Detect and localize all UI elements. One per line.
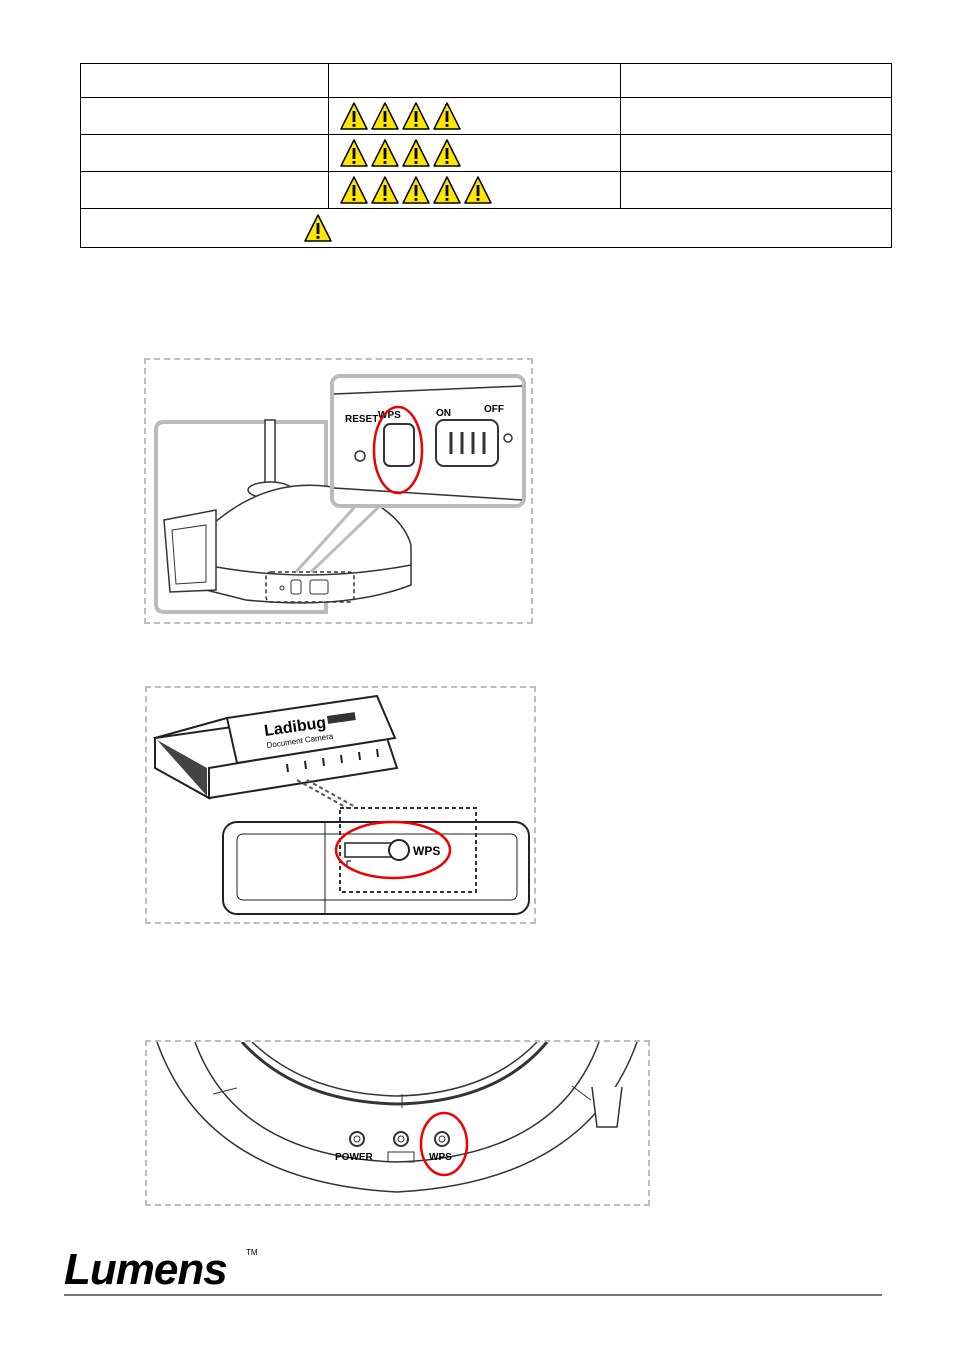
warning-icon [339, 138, 369, 168]
table-cell [80, 134, 329, 172]
table-cell [620, 97, 892, 135]
warning-icon [432, 138, 462, 168]
table-cell [328, 134, 621, 172]
table-cell [80, 63, 329, 98]
warning-icon [339, 101, 369, 131]
warning-icon [370, 101, 400, 131]
table-cell [328, 63, 621, 98]
reset-label: RESET [345, 414, 378, 425]
warning-icons [329, 101, 620, 131]
wps-highlight [419, 1111, 469, 1177]
table-cell [80, 97, 329, 135]
warning-icon [401, 138, 431, 168]
on-label: ON [436, 408, 451, 419]
wps-highlight [372, 405, 424, 495]
table-cell [620, 63, 892, 98]
warning-icon [432, 175, 462, 205]
warning-icon [303, 213, 333, 243]
footer-divider [64, 1294, 882, 1296]
figure-dongle-wps: Ladibug Document Camera WPS [145, 686, 536, 924]
power-label: POWER [335, 1152, 374, 1163]
trademark: TM [246, 1248, 258, 1257]
warning-icon [370, 175, 400, 205]
wps-highlight [334, 820, 452, 880]
wps-label: WPS [378, 410, 401, 421]
warning-icon [463, 175, 493, 205]
warning-icon [401, 101, 431, 131]
wps-label: WPS [429, 1152, 452, 1163]
logo-text: Lumens [64, 1245, 228, 1294]
figure-camera-wps: RESET WPS ON OFF [144, 358, 533, 624]
warning-icon [370, 138, 400, 168]
warning-icons [329, 175, 620, 205]
warning-icon [432, 101, 462, 131]
warning-icons [303, 213, 333, 243]
table-cell [80, 208, 892, 248]
warning-icon [401, 175, 431, 205]
table-cell [620, 134, 892, 172]
table-row [80, 63, 892, 98]
table-row [80, 134, 892, 172]
wps-label: WPS [413, 844, 440, 858]
table-row [80, 97, 892, 135]
lumens-logo: Lumens [64, 1245, 228, 1295]
warning-icon [339, 175, 369, 205]
table-cell [328, 171, 621, 209]
table-row [80, 171, 892, 209]
figure-base-wps: POWER WPS [145, 1040, 650, 1206]
signal-table [80, 63, 892, 248]
table-cell [80, 171, 329, 209]
table-cell [328, 97, 621, 135]
warning-icons [329, 138, 620, 168]
table-cell [620, 171, 892, 209]
table-row [80, 208, 892, 248]
off-label: OFF [484, 404, 504, 415]
